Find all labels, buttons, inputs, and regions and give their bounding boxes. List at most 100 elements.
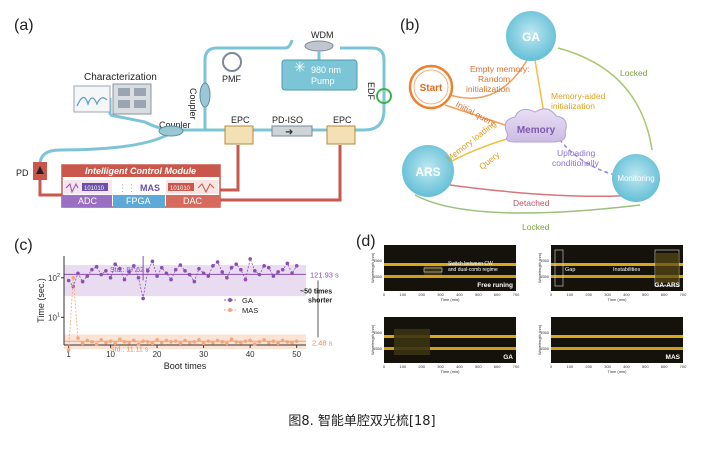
- mas-point: [127, 340, 131, 345]
- figure-caption: 图8. 智能单腔双光梳[18]: [288, 414, 436, 429]
- legend-mas-marker: [228, 308, 232, 312]
- mas-point: [132, 338, 136, 343]
- x-tick-label: 500: [475, 364, 482, 369]
- mas-point: [234, 340, 238, 344]
- x-tick-label: 500: [475, 292, 482, 297]
- panel-b: (b) GA Start ARS Monitoring Memory Empty…: [400, 11, 660, 232]
- x-tick-label: 400: [456, 364, 463, 369]
- mas-point: [243, 339, 248, 343]
- edf-label: EDF: [366, 82, 376, 101]
- uploading-label: Uploading: [557, 148, 596, 158]
- spectrogram-bg: [384, 245, 516, 291]
- svg-text:101010: 101010: [170, 186, 191, 192]
- pd-label: PD: [16, 168, 29, 178]
- mas-point: [215, 338, 220, 343]
- mas-point: [136, 342, 141, 346]
- svg-text:Random: Random: [478, 74, 510, 84]
- mas-point: [155, 338, 159, 342]
- epc-left-box: [224, 125, 254, 145]
- x-tick-label: 100: [567, 364, 574, 369]
- speedup-label-2: shorter: [308, 297, 332, 304]
- fpga-label: FPGA: [126, 196, 151, 206]
- switch-note-1: Switch between CW: [448, 261, 493, 267]
- y-label: Wavelength (nm): [537, 252, 542, 283]
- mas-point: [211, 340, 215, 345]
- isolator-arrow-icon: ➜: [285, 127, 293, 138]
- x-tick-label: 600: [494, 292, 501, 297]
- memory-aided-label: Memory-aided: [551, 91, 606, 101]
- mas-point: [271, 339, 276, 343]
- y-tick-bottom: 1550: [540, 346, 550, 351]
- y-tick-top: 1560: [540, 258, 550, 263]
- instability-region: [655, 253, 679, 283]
- mas-point: [150, 341, 155, 346]
- ga-point: [276, 270, 280, 274]
- band-upper: [551, 335, 683, 338]
- mas-point: [169, 340, 173, 344]
- mas-point: [229, 337, 234, 341]
- ga-mean-label: 121.93 s: [310, 270, 339, 279]
- x-label: Time (min): [608, 369, 628, 374]
- spectrogram-bg: [551, 317, 683, 363]
- ga-point: [183, 268, 187, 273]
- ga-point: [280, 267, 285, 272]
- ga-point: [76, 271, 80, 276]
- y-axis-label: Time (sec.): [36, 278, 46, 323]
- ga-point: [211, 264, 215, 268]
- control-module-title: Intelligent Control Module: [85, 166, 196, 176]
- ga-point: [201, 271, 206, 276]
- ga-point: [197, 266, 201, 271]
- locked-top-label: Locked: [620, 68, 648, 78]
- legend-ga-label: GA: [242, 296, 253, 305]
- mas-point: [173, 339, 178, 343]
- ga-point: [248, 257, 252, 261]
- ga-point: [206, 274, 211, 278]
- ga-point: [173, 267, 178, 272]
- ga-point: [90, 267, 94, 272]
- x-tick-label: 100: [400, 364, 407, 369]
- x-tick-label: 100: [400, 292, 407, 297]
- pump-star-icon: ✳: [294, 59, 306, 75]
- ga-point: [118, 266, 122, 271]
- ga-node: [506, 11, 556, 61]
- ga-point: [71, 284, 76, 289]
- mas-std-label: Std.: 11.11 s: [110, 346, 149, 353]
- start-node-label: Start: [420, 83, 443, 94]
- panel-label-b: (b): [400, 17, 420, 34]
- pump-wavelength: 980 nm: [311, 65, 341, 75]
- coupler-bottom-icon: [158, 125, 184, 137]
- y-tick-top: 1560: [373, 258, 383, 263]
- panel-a: (a) Characterization Coupler Coupler PMF…: [14, 17, 392, 208]
- ga-std-label: Std.: 87.62 s: [110, 267, 150, 274]
- x-tick-label: 400: [623, 292, 630, 297]
- ars-node-label: ARS: [415, 165, 440, 179]
- x-label: Time (min): [441, 369, 461, 374]
- pd-signal-line: [38, 180, 62, 197]
- ga-point: [113, 262, 117, 267]
- mas-mean-label: 2.48 s: [312, 338, 333, 347]
- arc-initial-query: [444, 104, 506, 126]
- ga-point: [229, 265, 234, 270]
- ga-point: [66, 278, 71, 283]
- ga-point: [145, 268, 150, 273]
- ga-point: [94, 264, 99, 269]
- mas-point: [104, 340, 108, 345]
- y-label: Wavelength (nm): [370, 252, 375, 283]
- y-tick-label: 10: [48, 313, 57, 322]
- band-upper: [551, 263, 683, 266]
- mas-point: [192, 340, 197, 344]
- x-tick-label: 300: [604, 292, 611, 297]
- pd-iso-label: PD-ISO: [272, 115, 303, 125]
- neural-net-icon: ⋮⋮: [118, 183, 136, 193]
- band-lower: [384, 275, 516, 278]
- ga-point: [262, 264, 266, 268]
- mas-point: [85, 338, 90, 343]
- pmf-coil-icon: [222, 52, 242, 72]
- x-tick-label: 1: [66, 350, 71, 359]
- ga-node-label: GA: [522, 30, 540, 44]
- ars-node: [402, 145, 454, 197]
- mas-point: [80, 341, 85, 346]
